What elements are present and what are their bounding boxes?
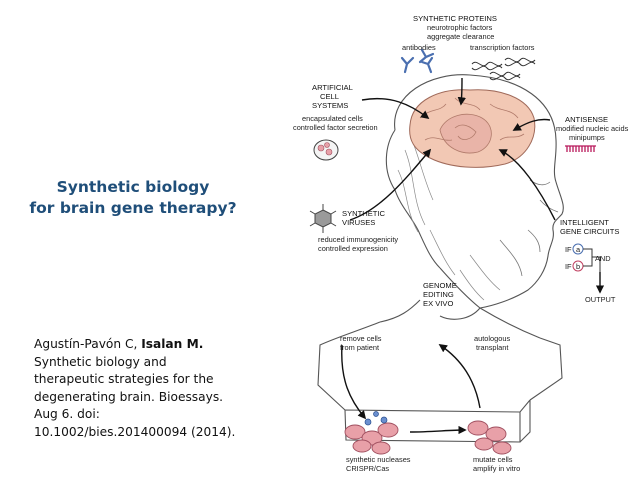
dna-helix-3 bbox=[504, 57, 536, 67]
arrows bbox=[341, 77, 605, 435]
neck-outline bbox=[379, 299, 541, 339]
dna-helix-2 bbox=[489, 71, 521, 81]
antisense-bars-icon bbox=[565, 145, 596, 152]
antisense-sub1: modified nucleic acids bbox=[556, 124, 629, 133]
arrow-autologous bbox=[438, 344, 481, 409]
mutated-cells bbox=[467, 420, 512, 455]
antibody-icon-1 bbox=[400, 56, 415, 74]
title-line-2: for brain gene therapy? bbox=[29, 199, 237, 217]
antibody-icon-3 bbox=[420, 56, 434, 74]
hair-outline bbox=[385, 129, 441, 269]
hair-strands bbox=[397, 139, 501, 301]
citation-line-6: 10.1002/bies.201400094 (2014). bbox=[34, 424, 236, 439]
genome-editing-line3: EX VIVO bbox=[423, 299, 453, 308]
nucleases-line1: synthetic nucleases bbox=[346, 455, 411, 464]
citation-line-3: therapeutic strategies for the bbox=[34, 372, 214, 386]
citation-line-4: degenerating brain. Bioessays. bbox=[34, 389, 224, 404]
antibody-icons bbox=[400, 48, 435, 74]
citation-line-5: Aug 6. doi: bbox=[34, 407, 100, 421]
gene-therapy-figure: SYNTHETIC PROTEINS neurotrophic factors … bbox=[293, 14, 629, 473]
transcription-factor-icons bbox=[471, 57, 536, 81]
arrow-remove-cells bbox=[341, 344, 367, 420]
slide-title: Synthetic biology for brain gene therapy… bbox=[8, 177, 258, 219]
artificial-cell-sub2: controlled factor secretion bbox=[293, 123, 378, 132]
artificial-cell-line1: ARTIFICIAL bbox=[312, 83, 353, 92]
arrow-circuits-to-brain bbox=[498, 149, 556, 221]
citation-authors: Agustín-Pavón C, Isalan M. bbox=[34, 336, 284, 354]
arrow-cell-systems-to-brain bbox=[361, 97, 430, 120]
antibody-icon-2 bbox=[418, 48, 435, 64]
citation: Agustín-Pavón C, Isalan M. Synthetic bio… bbox=[34, 336, 284, 441]
gene-circuits-line2: GENE CIRCUITS bbox=[560, 227, 620, 236]
synthetic-viruses-sub1: reduced immunogenicity bbox=[318, 235, 398, 244]
bust-illustration bbox=[317, 74, 564, 443]
circuit-if-a: IF bbox=[565, 245, 572, 254]
head-outline bbox=[394, 74, 564, 309]
antisense-sub2: minipumps bbox=[569, 133, 605, 142]
transcription-factors-label: transcription factors bbox=[470, 43, 535, 52]
synthetic-viruses-sub2: controlled expression bbox=[318, 244, 388, 253]
figure-labels: SYNTHETIC PROTEINS neurotrophic factors … bbox=[293, 14, 629, 473]
nucleases-line2: CRISPR/Cas bbox=[346, 464, 389, 473]
citation-authors-bold: Isalan M. bbox=[141, 337, 204, 351]
synthetic-proteins-title: SYNTHETIC PROTEINS bbox=[413, 14, 497, 23]
arrow-antisense-to-brain bbox=[512, 118, 551, 131]
remove-cells-line2: from patient bbox=[340, 343, 379, 352]
virus-icon bbox=[309, 204, 337, 233]
genome-editing-line2: EDITING bbox=[423, 290, 454, 299]
dna-helix-1 bbox=[471, 61, 503, 71]
arrow-proteins-to-brain bbox=[457, 77, 467, 106]
genome-editing-line1: GENOME bbox=[423, 281, 457, 290]
shoulders-outline bbox=[317, 321, 563, 411]
synthetic-proteins-sub1: neurotrophic factors bbox=[427, 23, 493, 32]
antibodies-label: antibodies bbox=[402, 43, 436, 52]
mutate-line1: mutate cells bbox=[473, 455, 513, 464]
synthetic-viruses-line2: VIRUSES bbox=[342, 218, 375, 227]
artificial-cell-line2: CELL bbox=[320, 92, 339, 101]
autologous-line1: autologous bbox=[474, 334, 510, 343]
nuclease-enzymes bbox=[364, 411, 388, 426]
circuit-and: AND bbox=[595, 254, 611, 263]
title-line-1: Synthetic biology bbox=[56, 178, 210, 196]
nuclease-cells bbox=[344, 422, 399, 455]
circuit-output: OUTPUT bbox=[585, 295, 616, 304]
encapsulated-cell-icon bbox=[313, 139, 339, 161]
gene-circuit-diagram bbox=[572, 243, 601, 272]
circuit-a: a bbox=[576, 245, 581, 254]
arrow-nucleases-to-mutate bbox=[409, 425, 467, 435]
artificial-cell-sub1: encapsulated cells bbox=[302, 114, 363, 123]
citation-line-2: Synthetic biology and bbox=[34, 354, 167, 369]
mutate-line2: amplify in vitro bbox=[473, 464, 520, 473]
arrow-viruses-to-brain bbox=[349, 148, 432, 221]
brain-folds bbox=[419, 97, 525, 141]
gene-circuits-line1: INTELLIGENT bbox=[560, 218, 609, 227]
brain-region-highlight bbox=[439, 113, 492, 154]
autologous-line2: transplant bbox=[476, 343, 508, 352]
synthetic-viruses-line1: SYNTHETIC bbox=[342, 209, 386, 218]
brain bbox=[409, 89, 536, 168]
antisense-title: ANTISENSE bbox=[565, 115, 608, 124]
synthetic-proteins-sub2: aggregate clearance bbox=[427, 32, 494, 41]
and-gate-lines bbox=[583, 248, 601, 272]
remove-cells-line1: remove cells bbox=[340, 334, 382, 343]
pedestal-outline bbox=[344, 399, 531, 443]
circuit-b: b bbox=[576, 262, 580, 271]
citation-authors-plain: Agustín-Pavón C, bbox=[34, 337, 142, 351]
artificial-cell-line3: SYSTEMS bbox=[312, 101, 348, 110]
face-lines bbox=[499, 179, 559, 277]
circuit-if-b: IF bbox=[565, 262, 572, 271]
